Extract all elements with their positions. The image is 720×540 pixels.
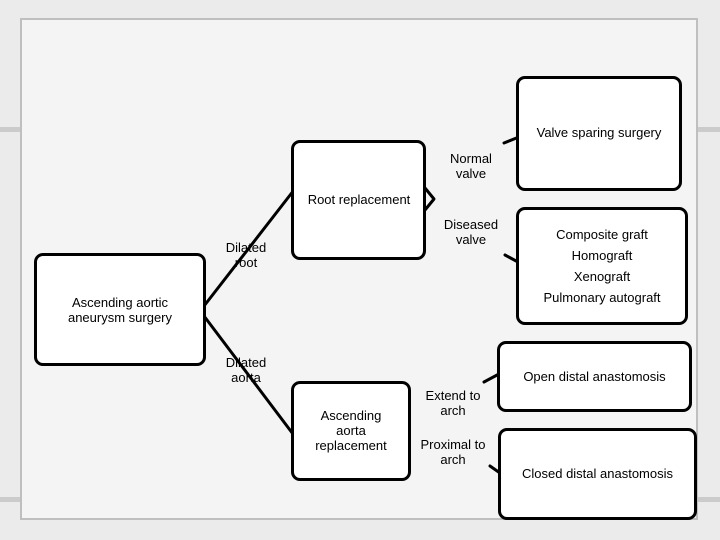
graft-option-pulmonary: Pulmonary autograft (543, 290, 661, 305)
node-ascending-replacement[interactable] (291, 381, 411, 481)
node-root-label: Ascending aortic aneurysm surgery (67, 295, 173, 325)
edge-diseased-valve (503, 253, 520, 264)
edge-label-dilated-root: Dilated root (225, 240, 267, 270)
node-closed-distal-label: Closed distal anastomosis (521, 466, 674, 481)
node-open-distal-label: Open distal anastomosis (523, 369, 666, 384)
edge-label-proximal-arch: Proximal to arch (420, 437, 486, 467)
edge-label-diseased-valve: Diseased valve (443, 217, 499, 247)
graft-option-composite: Composite graft (556, 227, 648, 242)
node-root[interactable] (34, 253, 206, 366)
edge-label-extend-arch: Extend to arch (425, 388, 481, 418)
node-valve-sparing[interactable] (516, 76, 682, 191)
edge-normal-valve (423, 186, 436, 212)
edge-dilated-aorta (202, 314, 298, 440)
graft-option-xenograft: Xenograft (573, 269, 631, 284)
node-open-distal[interactable] (497, 341, 692, 412)
node-root-replacement-label: Root replacement (307, 192, 411, 207)
node-valve-sparing-label: Valve sparing surgery (536, 125, 662, 140)
edge-label-dilated-aorta: Dilated aorta (225, 355, 267, 385)
edge-label-normal-valve: Normal valve (450, 151, 492, 181)
edge-dilated-root (202, 188, 296, 308)
node-ascending-replacement-label: Ascending aorta replacement (315, 408, 387, 453)
graft-options-list: Composite graft Homograft Xenograft Pulm… (516, 227, 688, 305)
graft-option-homograft: Homograft (571, 248, 633, 263)
node-graft-options[interactable] (516, 207, 688, 325)
node-closed-distal[interactable] (498, 428, 697, 520)
node-root-replacement[interactable] (291, 140, 426, 260)
